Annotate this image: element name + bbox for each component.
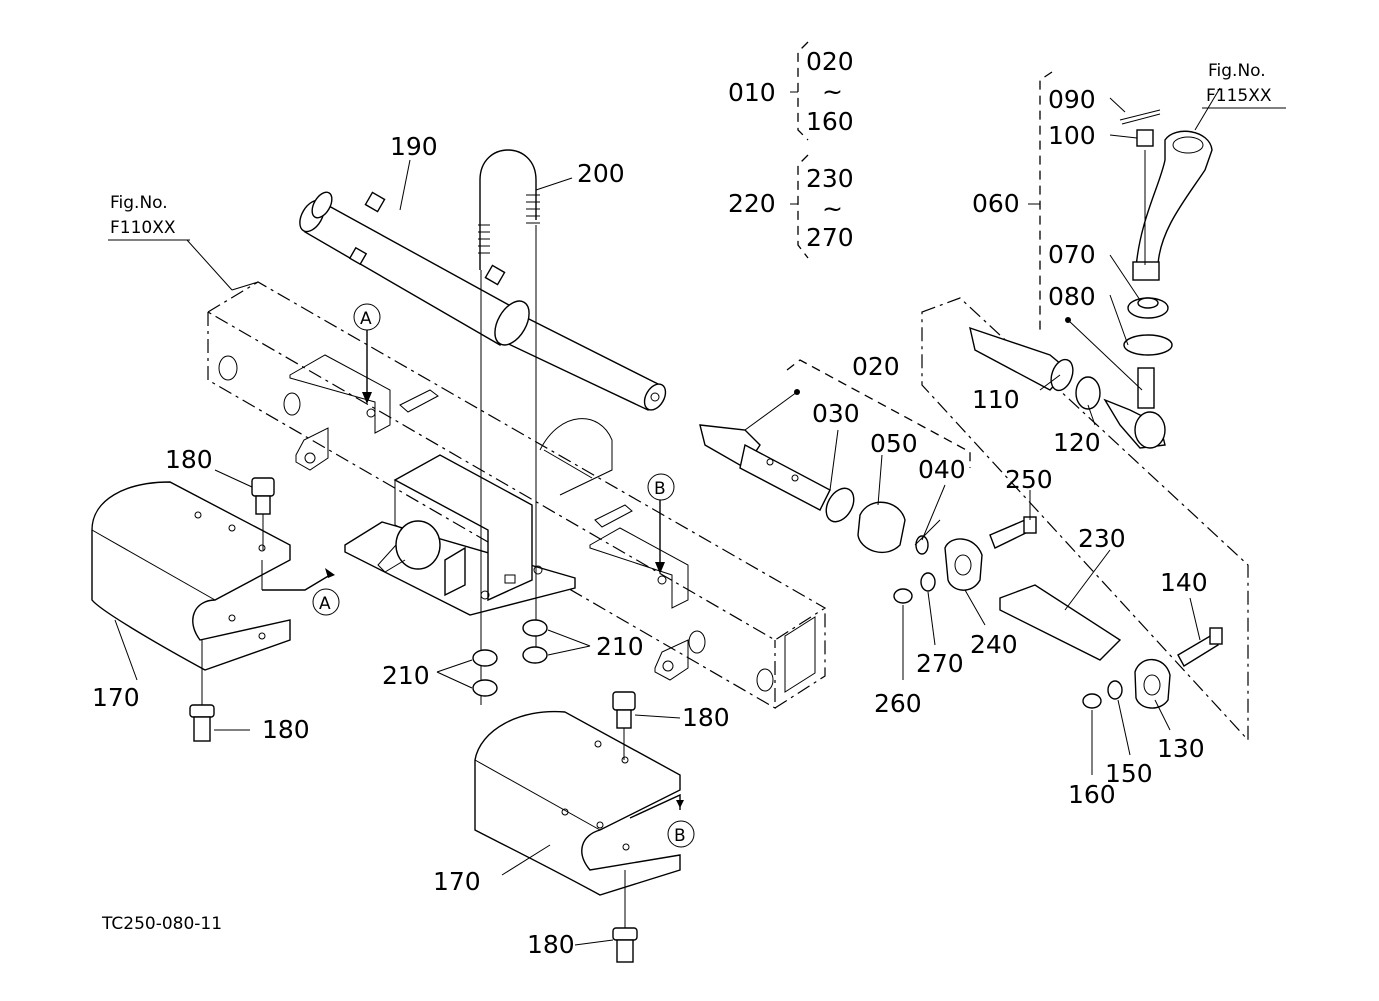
svg-text:B: B — [674, 826, 686, 846]
label-050: 050 — [870, 429, 918, 458]
label-030: 030 — [812, 399, 860, 428]
view-arrows — [362, 330, 665, 574]
view-marker-b-1: B — [647, 473, 675, 501]
group-label-010: 010 020 ~ 160 — [728, 47, 854, 136]
label-150: 150 — [1105, 759, 1153, 788]
bolt-180-d — [612, 870, 638, 963]
group-020-box — [786, 359, 971, 468]
knuckle-arm-group — [921, 71, 1249, 742]
label-260: 260 — [874, 689, 922, 718]
label-180-c: 180 — [682, 703, 730, 732]
label-060: 060 — [972, 189, 1020, 218]
cylinder-mount-bracket — [344, 454, 576, 616]
group-label-220: 220 230 ~ 270 — [728, 164, 854, 252]
group-parent: 010 — [728, 78, 776, 107]
bolt-180-c — [612, 691, 636, 760]
label-080: 080 — [1048, 282, 1096, 311]
label-170-a: 170 — [92, 683, 140, 712]
label-180-a: 180 — [165, 445, 213, 474]
label-040: 040 — [918, 455, 966, 484]
hydraulic-cylinder — [299, 191, 667, 411]
fig-ref-code: F115XX — [1206, 86, 1272, 106]
group-parent: 220 — [728, 189, 776, 218]
label-070: 070 — [1048, 240, 1096, 269]
label-210-b: 210 — [596, 632, 644, 661]
label-230: 230 — [1078, 524, 1126, 553]
view-marker-a-1: A — [353, 303, 381, 331]
label-250: 250 — [1005, 465, 1053, 494]
view-marker-b-2: B — [667, 820, 695, 848]
label-140: 140 — [1160, 568, 1208, 597]
label-110: 110 — [972, 385, 1020, 414]
label-240: 240 — [970, 630, 1018, 659]
group-from: 020 — [806, 47, 854, 76]
fig-ref-title: Fig.No. — [1208, 61, 1266, 81]
label-020: 020 — [852, 352, 900, 381]
leader-lines — [114, 87, 1221, 946]
svg-text:A: A — [360, 309, 372, 329]
cover-170-left — [91, 481, 335, 671]
label-200: 200 — [577, 159, 625, 188]
label-180-b: 180 — [262, 715, 310, 744]
fig-ref-f115[interactable]: Fig.No. F115XX — [1202, 61, 1286, 109]
group-to: 270 — [806, 223, 854, 252]
tie-rod-end-group — [893, 516, 1223, 709]
label-130: 130 — [1157, 734, 1205, 763]
svg-text:A: A — [319, 594, 331, 614]
part-labels: 190 200 020 030 050 040 250 230 140 060 … — [92, 85, 1208, 959]
tie-rod-assembly — [699, 389, 941, 555]
svg-text:B: B — [654, 479, 666, 499]
group-sep: ~ — [822, 77, 843, 106]
drawing-code: TC250-080-11 — [101, 914, 222, 934]
label-090: 090 — [1048, 85, 1096, 114]
label-160: 160 — [1068, 780, 1116, 809]
group-sep: ~ — [822, 194, 843, 223]
frame-phantom — [206, 281, 827, 710]
label-100: 100 — [1048, 121, 1096, 150]
fig-ref-title: Fig.No. — [110, 193, 168, 213]
label-120: 120 — [1053, 428, 1101, 457]
cover-170-right — [474, 710, 684, 896]
group-from: 230 — [806, 164, 854, 193]
label-210-a: 210 — [382, 661, 430, 690]
frame-brackets — [289, 354, 689, 681]
nuts-210 — [472, 619, 548, 697]
label-270: 270 — [916, 649, 964, 678]
view-marker-a-2: A — [312, 588, 340, 616]
u-bolt — [478, 149, 540, 705]
label-170-b: 170 — [433, 867, 481, 896]
label-180-d: 180 — [527, 930, 575, 959]
fig-ref-code: F110XX — [110, 218, 176, 238]
bolt-180-b — [189, 640, 215, 742]
group-brackets — [790, 41, 1040, 259]
label-190: 190 — [390, 132, 438, 161]
group-to: 160 — [806, 107, 854, 136]
fig-ref-f110[interactable]: Fig.No. F110XX — [108, 193, 190, 241]
